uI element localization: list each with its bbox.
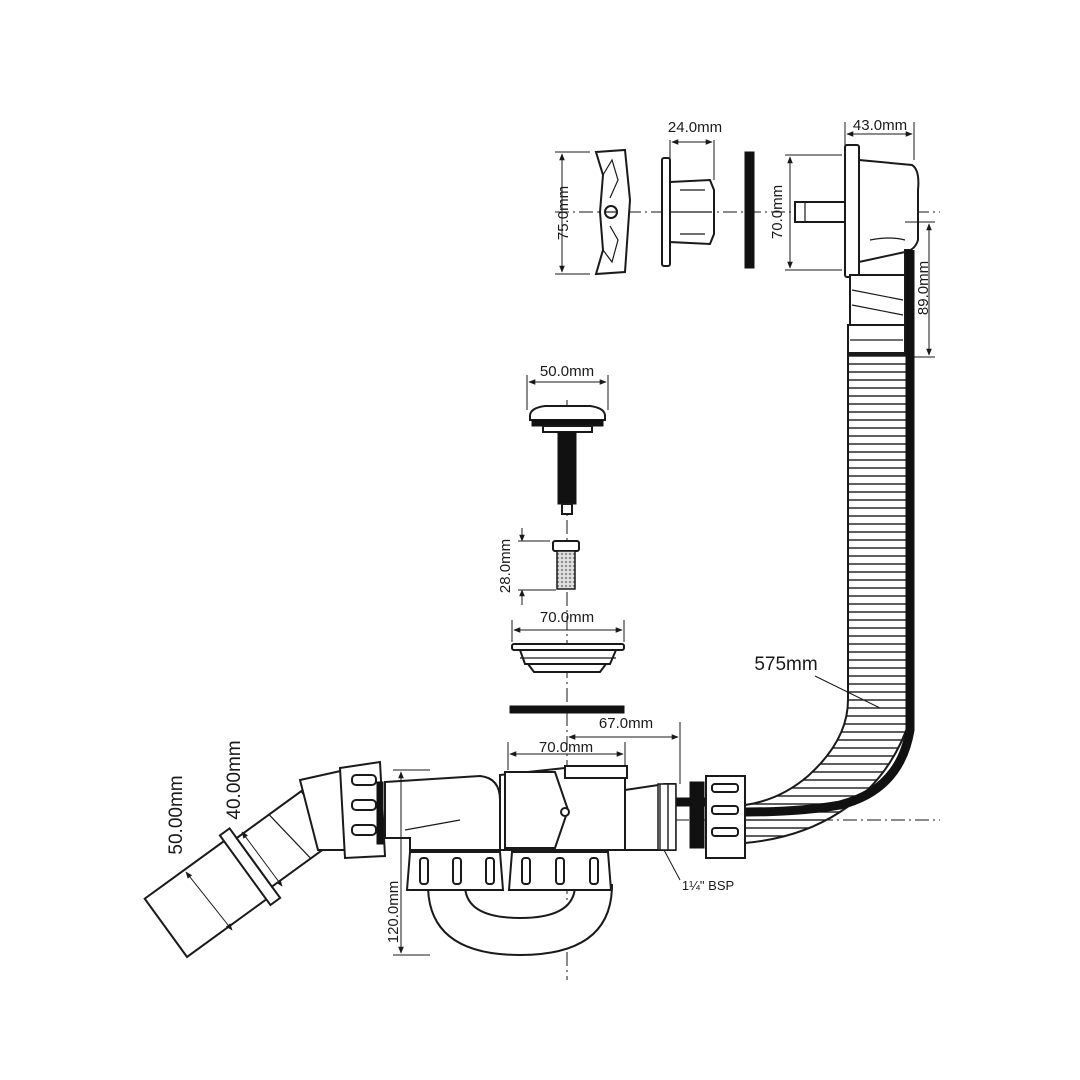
click-clack-plug — [529, 405, 606, 515]
waste-flange — [511, 643, 625, 673]
overflow-plate-height-label: 70.0mm — [769, 185, 786, 239]
overflow-rosette — [661, 157, 715, 267]
hose-length-label: 575mm — [754, 654, 817, 675]
trap-height-label: 120.0mm — [385, 881, 402, 944]
rosette-depth-label: 24.0mm — [668, 119, 722, 136]
overflow-gasket — [744, 151, 755, 269]
waste-gasket — [509, 705, 625, 714]
trap-outlet-offset-label: 67.0mm — [599, 715, 653, 732]
waste-flange-diameter-label: 70.0mm — [540, 609, 594, 626]
outlet-outer-diameter-label: 50.00mm — [166, 775, 187, 854]
overflow-body — [794, 144, 920, 354]
outlet-inner-diameter-label: 40.00mm — [224, 740, 245, 819]
plug-diameter-label: 50.0mm — [540, 363, 594, 380]
trap-top-width-label: 70.0mm — [539, 739, 593, 756]
overflow-handle — [594, 148, 632, 276]
trap-assembly — [384, 765, 746, 957]
plug-insert-length-label: 28.0mm — [497, 539, 514, 593]
plug-insert — [552, 540, 580, 590]
overflow-body-width-label: 43.0mm — [853, 117, 907, 134]
handle-height-label: 75.0mm — [555, 186, 572, 240]
overflow-drop-label: 89.0mm — [915, 261, 932, 315]
thread-spec-label: 1¼" BSP — [682, 878, 734, 893]
